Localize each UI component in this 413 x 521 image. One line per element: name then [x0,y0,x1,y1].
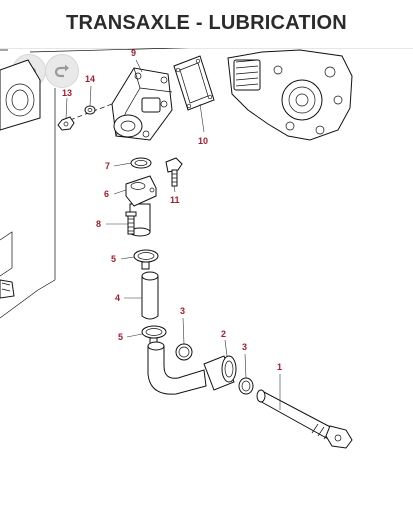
header-bar: TRANSAXLE - LUBRICATION [0,0,413,49]
callout-3-right: 3 [242,342,247,352]
callout-labels: 9 14 13 10 7 6 11 8 5 4 3 5 2 3 1 [62,48,282,372]
callout-7: 7 [105,161,110,171]
callout-9: 9 [131,48,136,58]
part-9-pump [111,67,173,141]
part-4-hose [141,271,159,320]
callout-8: 8 [96,219,101,229]
callout-6: 6 [104,189,109,199]
callout-14: 14 [85,74,95,84]
redo-button[interactable] [45,54,79,88]
part-11-bolt [165,157,183,187]
part-3-o-ring-left [175,343,193,361]
callout-5-lower: 5 [118,332,123,342]
part-5-clamp-upper [133,249,159,270]
callout-1: 1 [277,362,282,372]
part-14-washer [84,105,96,115]
part-1-bolt [256,389,353,449]
part-13-nut [57,116,75,131]
callout-4: 4 [115,293,120,303]
callout-5-upper: 5 [111,254,116,264]
callout-2: 2 [221,329,226,339]
leader-lines [65,59,281,410]
page-title: TRANSAXLE - LUBRICATION [66,12,347,34]
part-10-gasket [173,55,215,111]
redo-icon [54,64,69,78]
left-assembly [0,59,41,299]
callout-13: 13 [62,88,72,98]
transaxle-housing [227,49,353,141]
assembly-frame [0,48,190,319]
callout-3-left: 3 [180,306,185,316]
elbow-pipe [147,341,207,395]
part-8-screw [125,211,137,235]
callout-10: 10 [198,136,208,146]
part-7-o-ring [130,157,152,169]
part-5-clamp-lower [141,325,167,346]
exploded-parts-diagram: 9 14 13 10 7 6 11 8 5 4 3 5 2 3 1 [0,48,353,449]
callout-11: 11 [170,195,180,205]
part-2-coupling [203,355,237,391]
part-3-o-ring-right [238,377,254,395]
